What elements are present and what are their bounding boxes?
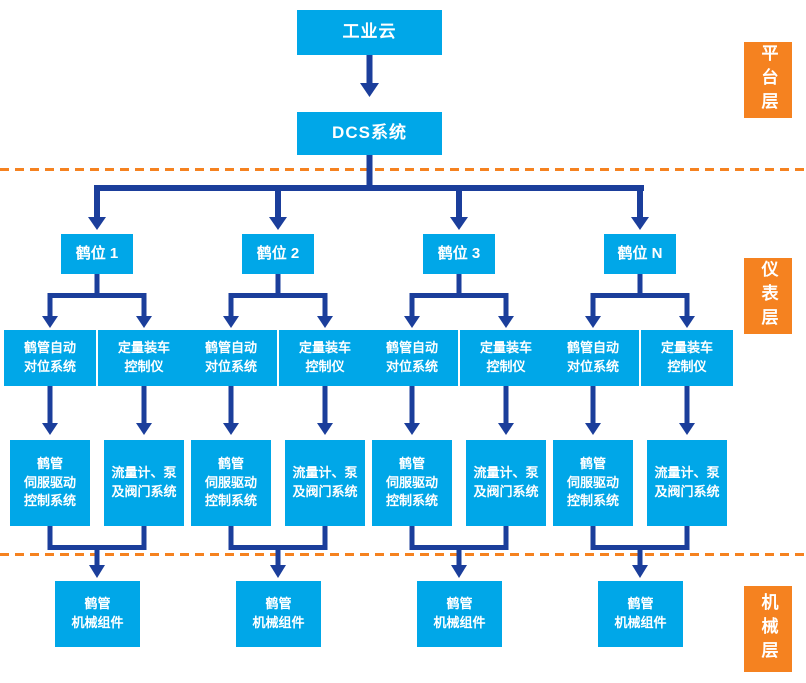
node-label-line: 伺服驱动 (385, 474, 438, 490)
node-label-line: 鹤管 (627, 596, 654, 612)
node-label-line: 流量计、泵 (473, 465, 539, 481)
node-label-line: 对位系统 (385, 359, 438, 374)
node-label: DCS系统 (332, 123, 407, 143)
layer-label-platform: 平台层 (744, 42, 792, 118)
node-label-line: 控制系统 (566, 493, 619, 509)
node-label-line: 机械组件 (71, 615, 124, 630)
node-label-line: 控制系统 (204, 493, 257, 509)
node-label-line: 定量装车 (479, 340, 532, 356)
node-label-line: 控制仪 (486, 359, 526, 374)
node-label-line: 机械组件 (433, 615, 486, 630)
node-label-line: 鹤管 (579, 455, 606, 471)
node-loading-controller-n: 定量装车 控制仪 (641, 330, 733, 386)
node-loading-controller-2: 定量装车 控制仪 (279, 330, 371, 386)
node-label-line: 机械组件 (614, 615, 667, 630)
node-label-line: 流量计、泵 (654, 465, 720, 481)
node-dcs-system: DCS系统 (297, 112, 442, 155)
node-servo-drive-2: 鹤管 伺服驱动 控制系统 (191, 440, 271, 526)
node-label-line: 控制仪 (667, 359, 707, 374)
node-label-line: 鹤管自动 (23, 340, 76, 356)
node-label-line: 定量装车 (117, 340, 170, 356)
node-machine-parts-3: 鹤管 机械组件 (417, 581, 502, 647)
layer-divider-top (0, 168, 806, 171)
node-label-line: 鹤管 (84, 596, 111, 612)
node-label-line: 伺服驱动 (566, 474, 619, 490)
node-label-line: 及阀门系统 (473, 484, 539, 499)
node-align-system-n: 鹤管自动 对位系统 (547, 330, 639, 386)
node-servo-drive-3: 鹤管 伺服驱动 控制系统 (372, 440, 452, 526)
node-label-line: 及阀门系统 (292, 484, 358, 499)
node-label-line: 对位系统 (23, 359, 76, 374)
node-align-system-2: 鹤管自动 对位系统 (185, 330, 277, 386)
node-label: 工业云 (342, 22, 397, 42)
node-loading-controller-1: 定量装车 控制仪 (98, 330, 190, 386)
node-label-line: 鹤管 (217, 455, 244, 471)
node-loading-controller-3: 定量装车 控制仪 (460, 330, 552, 386)
node-label-line: 鹤管自动 (566, 340, 619, 356)
node-label-line: 对位系统 (204, 359, 257, 374)
node-label-line: 流量计、泵 (292, 465, 358, 481)
node-machine-parts-n: 鹤管 机械组件 (598, 581, 683, 647)
node-station-1: 鹤位 1 (61, 234, 133, 274)
node-label-line: 鹤管自动 (385, 340, 438, 356)
layer-label-instrument: 仪表层 (744, 258, 792, 334)
node-station-3: 鹤位 3 (423, 234, 495, 274)
node-label-line: 流量计、泵 (111, 465, 177, 481)
node-label-line: 控制仪 (124, 359, 164, 374)
node-flow-pump-valve-3: 流量计、泵 及阀门系统 (466, 440, 546, 526)
node-machine-parts-2: 鹤管 机械组件 (236, 581, 321, 647)
node-label: 鹤位 2 (256, 245, 300, 263)
node-label-line: 伺服驱动 (23, 474, 76, 490)
node-servo-drive-n: 鹤管 伺服驱动 控制系统 (553, 440, 633, 526)
node-flow-pump-valve-1: 流量计、泵 及阀门系统 (104, 440, 184, 526)
node-label-line: 定量装车 (298, 340, 351, 356)
node-label-line: 定量装车 (660, 340, 713, 356)
node-align-system-3: 鹤管自动 对位系统 (366, 330, 458, 386)
node-label-line: 鹤管 (36, 455, 63, 471)
node-align-system-1: 鹤管自动 对位系统 (4, 330, 96, 386)
node-station-2: 鹤位 2 (242, 234, 314, 274)
node-flow-pump-valve-2: 流量计、泵 及阀门系统 (285, 440, 365, 526)
node-label-line: 控制仪 (305, 359, 345, 374)
node-label: 鹤位 3 (437, 245, 481, 263)
node-label-line: 对位系统 (566, 359, 619, 374)
node-label-line: 鹤管 (446, 596, 473, 612)
node-label: 鹤位 N (617, 245, 663, 263)
node-label-line: 机械组件 (252, 615, 305, 630)
node-label-line: 及阀门系统 (654, 484, 720, 499)
node-label-line: 及阀门系统 (111, 484, 177, 499)
node-label-line: 鹤管 (265, 596, 292, 612)
node-station-n: 鹤位 N (604, 234, 676, 274)
node-machine-parts-1: 鹤管 机械组件 (55, 581, 140, 647)
node-servo-drive-1: 鹤管 伺服驱动 控制系统 (10, 440, 90, 526)
node-label-line: 鹤管 (398, 455, 425, 471)
node-label-line: 鹤管自动 (204, 340, 257, 356)
node-label-line: 控制系统 (23, 493, 76, 509)
node-label-line: 控制系统 (385, 493, 438, 509)
node-label: 鹤位 1 (75, 245, 119, 263)
node-flow-pump-valve-n: 流量计、泵 及阀门系统 (647, 440, 727, 526)
node-label-line: 伺服驱动 (204, 474, 257, 490)
layer-divider-bottom (0, 553, 806, 556)
node-industrial-cloud: 工业云 (297, 10, 442, 55)
layer-label-machine: 机械层 (744, 586, 792, 672)
